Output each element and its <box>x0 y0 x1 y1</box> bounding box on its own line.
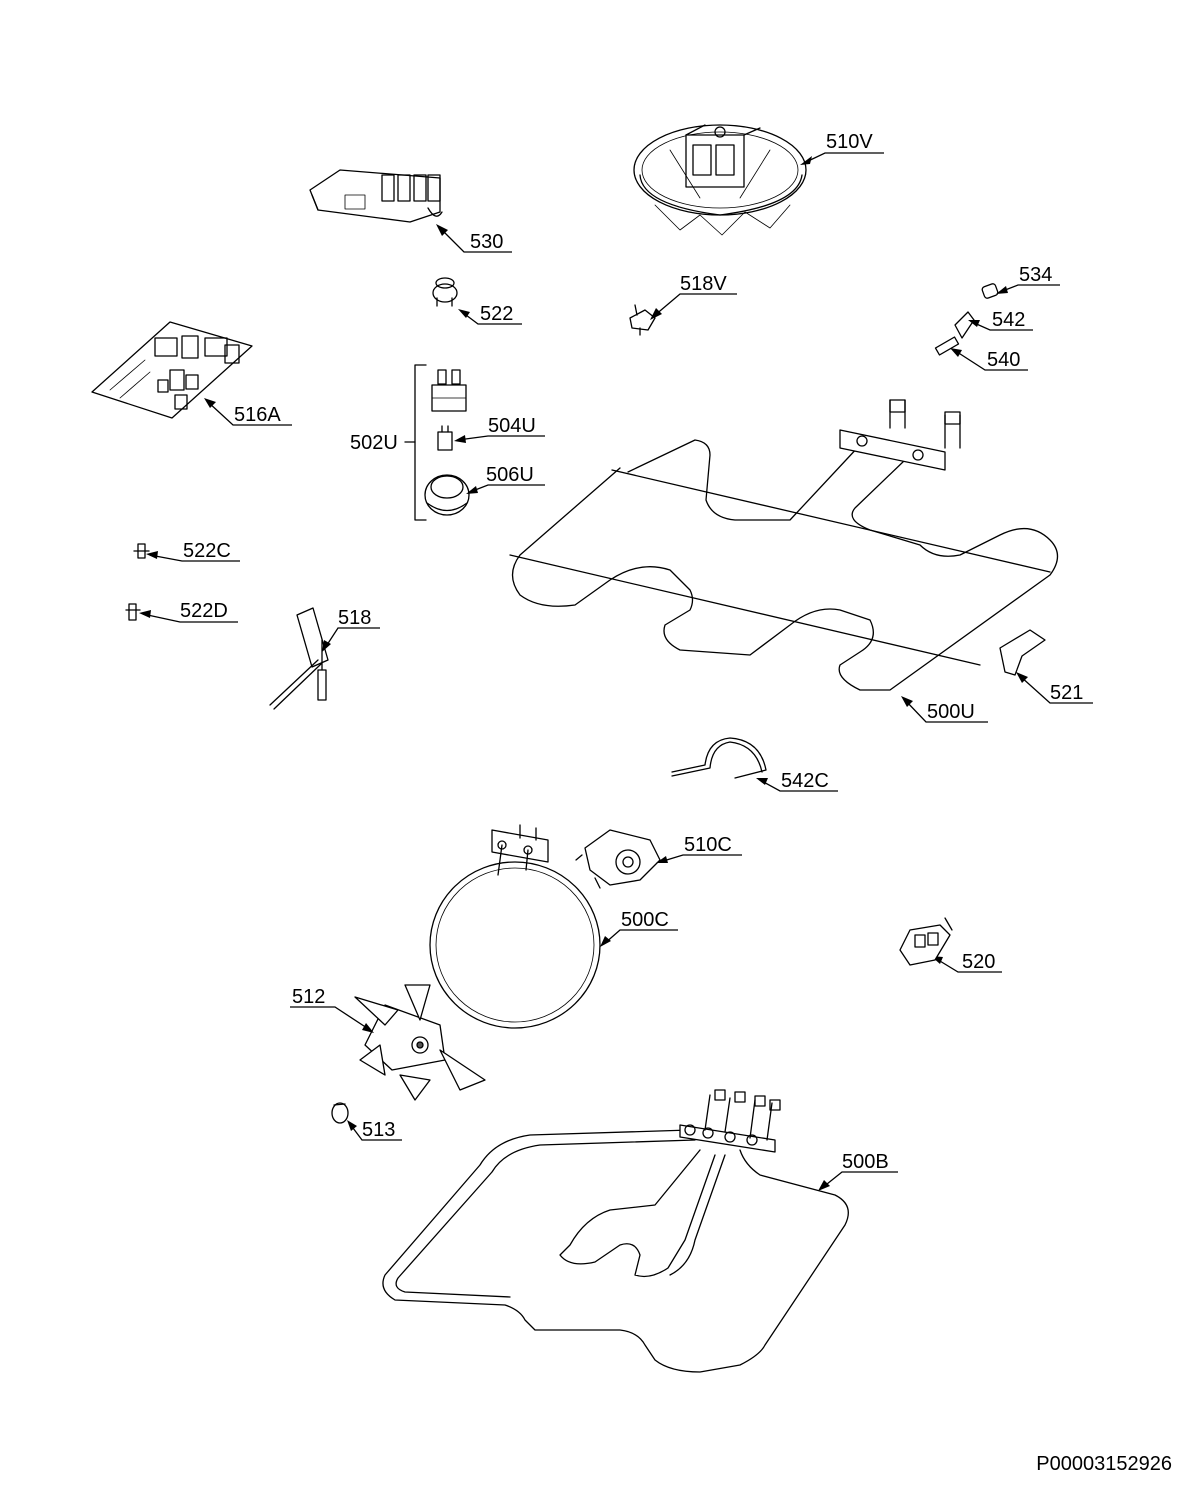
part-522-component <box>432 277 458 307</box>
leader-518V <box>650 293 737 320</box>
part-513-nut <box>331 1102 349 1124</box>
part-530-terminal-block <box>309 169 443 223</box>
leader-504U <box>454 435 545 443</box>
leader-510V <box>800 152 884 165</box>
callout-534: 534 <box>1019 264 1052 286</box>
callout-522: 522 <box>480 303 513 325</box>
callout-540: 540 <box>987 349 1020 371</box>
leader-513 <box>347 1120 402 1141</box>
part-542-lamp-glass <box>954 311 975 339</box>
callout-530: 530 <box>470 231 503 253</box>
part-521-bracket <box>999 629 1046 676</box>
callout-500U: 500U <box>927 701 975 723</box>
document-id: P00003152926 <box>1036 1453 1172 1475</box>
callout-520: 520 <box>962 951 995 973</box>
part-520-switch <box>899 917 953 966</box>
leader-506U <box>466 484 545 494</box>
callout-522D: 522D <box>180 600 228 622</box>
part-522D-pin <box>125 603 141 621</box>
part-502U-group-bracket <box>404 364 427 521</box>
leader-542 <box>968 320 1033 331</box>
part-518V-thermostat <box>629 304 656 336</box>
part-540-lamp-holder <box>934 336 960 356</box>
leader-530 <box>436 224 512 253</box>
callout-518V: 518V <box>680 273 727 295</box>
callout-542C: 542C <box>781 770 829 792</box>
leader-540 <box>950 348 1028 371</box>
leader-510C <box>656 854 742 863</box>
part-510C-fan-motor <box>575 829 661 889</box>
leader-518 <box>322 627 380 652</box>
part-500B-bottom-element <box>382 1089 849 1373</box>
callout-510V: 510V <box>826 131 873 153</box>
leader-522D <box>139 610 238 623</box>
callout-516A: 516A <box>234 404 281 426</box>
part-522C-pin <box>133 543 150 559</box>
callout-513: 513 <box>362 1119 395 1141</box>
callout-542: 542 <box>992 309 1025 331</box>
part-502U-thermostat <box>431 369 467 412</box>
leader-521 <box>1016 672 1093 704</box>
part-504U-connector <box>437 425 453 451</box>
leader-500C <box>600 929 678 947</box>
callout-512: 512 <box>292 986 325 1008</box>
part-512-fan-blade <box>354 984 486 1101</box>
part-516A-circuit-board <box>91 321 253 419</box>
leader-522 <box>458 309 522 325</box>
part-542C-wire-clip <box>671 737 767 779</box>
part-500C-circular-element <box>429 824 601 1029</box>
part-518-probe <box>269 607 329 710</box>
callout-504U: 504U <box>488 415 536 437</box>
leader-500B <box>818 1171 898 1191</box>
callout-521: 521 <box>1050 682 1083 704</box>
part-506U-lamp-cover <box>424 474 470 516</box>
leader-500U <box>901 696 988 723</box>
part-510V-fan-motor <box>633 124 807 236</box>
callout-500B: 500B <box>842 1151 889 1173</box>
leader-522C <box>146 551 240 562</box>
callout-518: 518 <box>338 607 371 629</box>
part-500U-top-heating-element <box>509 399 1059 691</box>
callout-506U: 506U <box>486 464 534 486</box>
callout-500C: 500C <box>621 909 669 931</box>
leader-534 <box>996 284 1060 294</box>
leader-512 <box>290 1006 374 1033</box>
leader-516A <box>204 398 292 426</box>
leader-542C <box>756 778 838 792</box>
callout-510C: 510C <box>684 834 732 856</box>
callout-522C: 522C <box>183 540 231 562</box>
part-534-cap <box>981 283 999 299</box>
callout-502U: 502U <box>350 432 398 454</box>
